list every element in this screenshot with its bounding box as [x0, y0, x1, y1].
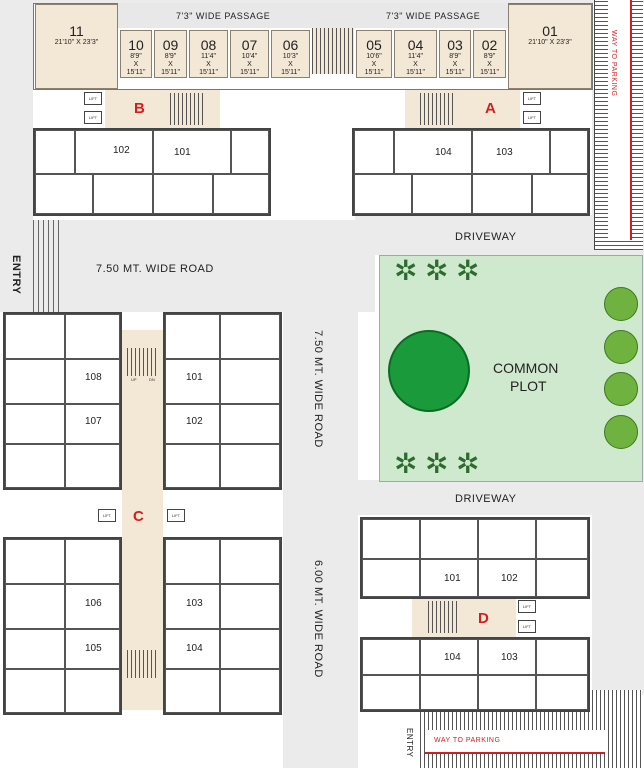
way-to-parking-bottom-label: WAY TO PARKING [434, 737, 501, 744]
parking-ramp-bottom-lane [425, 730, 605, 754]
wing-c-block-lower-right [163, 537, 282, 715]
wing-b-lift-2: LIFT [84, 111, 102, 124]
flat-a-104: 104 [435, 147, 452, 158]
flat-c-108: 108 [85, 372, 102, 383]
wing-c-staircase-top [127, 348, 158, 376]
stair-up-label: UP [131, 377, 137, 382]
tree-icon [604, 330, 638, 364]
entry-label-bottom: ENTRY [405, 728, 414, 758]
wing-d-block-lower [360, 637, 590, 712]
palm-tree-icon: ✲ [456, 448, 480, 479]
main-road-750 [0, 220, 375, 312]
flat-c-103: 103 [186, 598, 203, 609]
wing-d-staircase [428, 601, 460, 633]
entry-label-left: ENTRY [10, 255, 22, 295]
wing-c-label: C [133, 508, 144, 525]
wing-c-block-lower-left [3, 537, 122, 715]
palm-tree-icon: ✲ [394, 255, 418, 286]
wing-d-lift-2: LIFT [518, 620, 536, 633]
tree-icon [604, 415, 638, 449]
road-label-750-horizontal: 7.50 MT. WIDE ROAD [96, 263, 214, 275]
wing-c-lift-1: LIFT [98, 509, 116, 522]
wing-c-block-upper-left [3, 312, 122, 490]
wing-d-label: D [478, 610, 489, 627]
wing-a-staircase [420, 93, 456, 125]
passage-label-right: 7'3" WIDE PASSAGE [386, 11, 481, 21]
flat-b-102: 102 [113, 145, 130, 156]
left-road [0, 0, 33, 220]
palm-tree-icon: ✲ [456, 255, 480, 286]
wing-a-block [352, 128, 590, 216]
way-to-parking-top-label: WAY TO PARKING [610, 30, 617, 97]
driveway-label-middle: DRIVEWAY [455, 493, 517, 505]
large-tree-circle [388, 330, 470, 412]
wing-c-lift-2: LIFT [167, 509, 185, 522]
flat-a-103: 103 [496, 147, 513, 158]
flat-c-104: 104 [186, 643, 203, 654]
wing-d-lift-1: LIFT [518, 600, 536, 613]
flat-c-102: 102 [186, 416, 203, 427]
wing-c-staircase-bottom [127, 650, 158, 678]
driveway-label-top: DRIVEWAY [455, 231, 517, 243]
common-plot-label-line2: PLOT [510, 378, 547, 394]
wide-passage-strip [118, 3, 508, 28]
flat-c-106: 106 [85, 598, 102, 609]
wing-b-staircase [170, 93, 206, 125]
passage-label-left: 7'3" WIDE PASSAGE [176, 11, 271, 21]
wing-b-lift-1: LIFT [84, 92, 102, 105]
wing-d-block-upper [360, 517, 590, 599]
tree-icon [604, 287, 638, 321]
common-plot-label-line1: COMMON [493, 360, 559, 376]
wing-c-block-upper-right [163, 312, 282, 490]
palm-tree-icon: ✲ [394, 448, 418, 479]
wing-c-corridor [122, 330, 163, 710]
palm-tree-icon: ✲ [425, 448, 449, 479]
shops-staircase [312, 28, 354, 74]
road-label-750-vertical: 7.50 MT. WIDE ROAD [312, 330, 324, 448]
flat-d-103: 103 [501, 652, 518, 663]
wing-b-label: B [134, 100, 145, 117]
wing-b-block [33, 128, 271, 216]
flat-c-101: 101 [186, 372, 203, 383]
flat-d-101: 101 [444, 573, 461, 584]
flat-b-101: 101 [174, 147, 191, 158]
palm-tree-icon: ✲ [425, 255, 449, 286]
flat-c-105: 105 [85, 643, 102, 654]
wing-a-label: A [485, 100, 496, 117]
wing-a-lift-2: LIFT [523, 111, 541, 124]
stair-dn-label: DN [149, 377, 155, 382]
top-road [0, 0, 644, 3]
tree-icon [604, 372, 638, 406]
flat-d-104: 104 [444, 652, 461, 663]
parking-ramp-top-lane [608, 0, 632, 240]
wing-a-lift-1: LIFT [523, 92, 541, 105]
flat-c-107: 107 [85, 416, 102, 427]
road-label-600-vertical: 6.00 MT. WIDE ROAD [312, 560, 324, 678]
vertical-road-600 [283, 300, 358, 768]
flat-d-102: 102 [501, 573, 518, 584]
entry-gate-left [33, 220, 61, 312]
